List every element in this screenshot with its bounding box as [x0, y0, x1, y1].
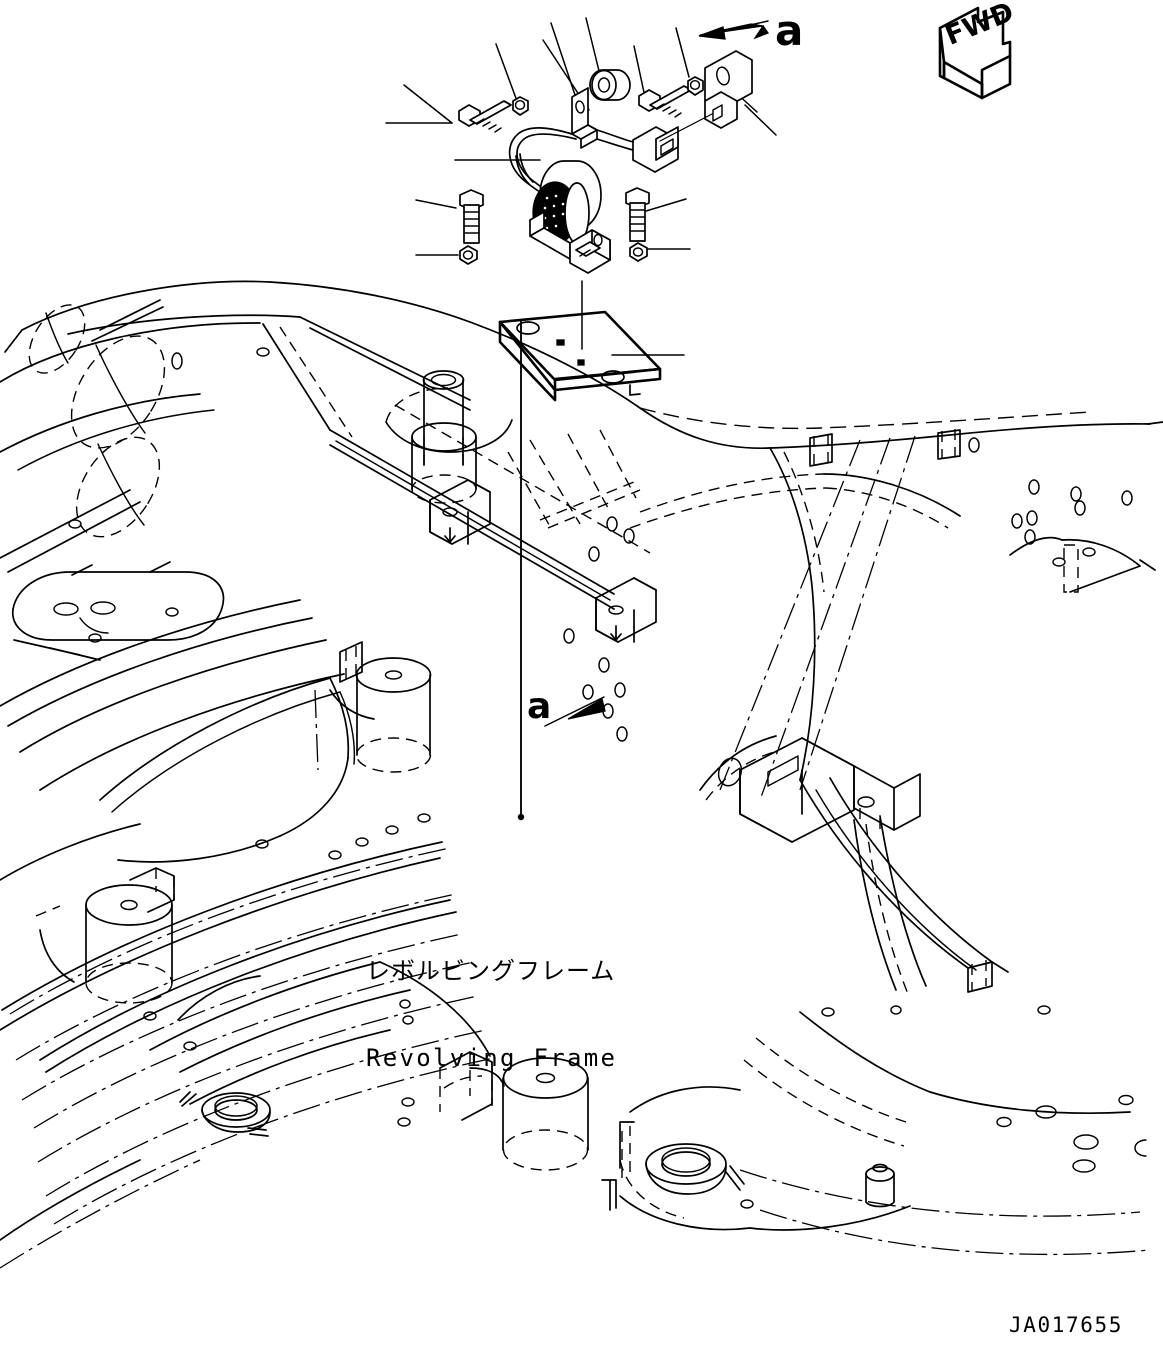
- section-marker-a-middle: a: [527, 686, 552, 727]
- part-washer-4: [629, 242, 648, 262]
- frame-center-pocket: [99, 677, 356, 863]
- bottom-right-plate: [739, 1005, 1151, 1256]
- revolving-frame-label: レボルビングフレーム Revolving Frame: [366, 898, 617, 1132]
- right-mid-bracket: [699, 735, 921, 843]
- left-bracket-plate: [11, 561, 225, 661]
- part-washer-2: [687, 76, 704, 96]
- part-mounting-plate: [704, 50, 753, 129]
- leader-lines-horn: [415, 198, 691, 818]
- revolving-frame: [0, 280, 1163, 1269]
- part-bolt-4: [625, 187, 650, 242]
- part-mounting-bar: [498, 310, 662, 402]
- revolving-frame-label-en: Revolving Frame: [366, 1044, 618, 1073]
- part-bolt-3: [459, 189, 484, 244]
- part-horn: [515, 153, 611, 274]
- section-marker-a-arrow-middle: [544, 696, 606, 727]
- frame-holes-mid-band: [88, 607, 431, 1051]
- bottom-mid-plate: [149, 961, 491, 1137]
- part-bolt-2: [638, 85, 692, 118]
- fwd-direction-indicator: [938, 6, 1012, 100]
- bottom-right-ring-boss: [601, 1086, 911, 1231]
- part-connector: [632, 113, 713, 173]
- center-rib-plate: [507, 429, 641, 531]
- exploded-parts-top-row: [385, 17, 777, 201]
- part-bracket-tab: [571, 87, 598, 149]
- drawing-number: JA017655: [1009, 1313, 1123, 1337]
- left-cylinder-boss-upper: [329, 641, 432, 773]
- section-marker-a-arrow-top: [698, 20, 770, 40]
- bottom-center-boss: [397, 1051, 589, 1171]
- part-washer-1: [512, 96, 529, 116]
- frame-holes-right: [968, 437, 1133, 567]
- section-marker-a-top: a: [775, 6, 804, 55]
- part-washer-3: [459, 245, 478, 265]
- part-bolt-1: [458, 100, 512, 133]
- beam-boss-left: [429, 479, 491, 545]
- beam-boss-right: [595, 577, 657, 643]
- left-cylinder-boss-lower: [35, 867, 175, 1004]
- part-spacer-bushing: [589, 69, 631, 101]
- revolving-frame-label-jp: レボルビングフレーム: [366, 957, 616, 985]
- frame-holes-upper-left: [28, 304, 270, 538]
